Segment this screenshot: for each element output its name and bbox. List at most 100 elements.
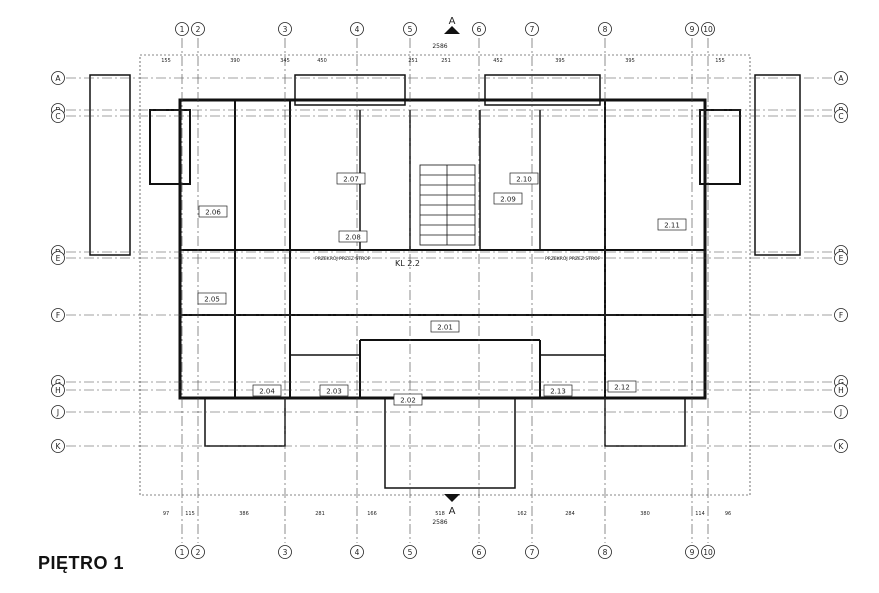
grid-bubble-label: 2 bbox=[196, 548, 201, 557]
room-label: 2.01 bbox=[437, 324, 453, 332]
grid-bubble-row-A: A bbox=[51, 71, 65, 85]
grid-bubble-col-5: 5 bbox=[403, 22, 417, 36]
grid-bubble-label: K bbox=[56, 442, 62, 451]
bottom-dim-label: 115 bbox=[185, 511, 195, 517]
grid-bubble-label: 5 bbox=[408, 548, 413, 557]
grid-bubble-label: E bbox=[839, 254, 844, 263]
grid-bubble-col-3: 3 bbox=[278, 22, 292, 36]
room-label: 2.08 bbox=[345, 234, 361, 242]
grid-bubble-col-8: 8 bbox=[598, 22, 612, 36]
grid-bubble-label: 7 bbox=[530, 25, 535, 34]
grid-bubble-label: 1 bbox=[180, 548, 185, 557]
top-dim-label: 155 bbox=[161, 58, 171, 64]
grid-bubble-col-1: 1 bbox=[175, 22, 189, 36]
grid-bubble-label: 10 bbox=[703, 548, 713, 557]
grid-bubble-label: J bbox=[839, 408, 842, 417]
grid-bubble-label: 6 bbox=[477, 548, 482, 557]
grid-bubble-label: 9 bbox=[690, 25, 695, 34]
top-dim-label: 390 bbox=[230, 58, 240, 64]
top-bay-right bbox=[484, 74, 601, 106]
top-total-dim: 2586 bbox=[432, 43, 447, 50]
grid-bubble-row-J: J bbox=[834, 405, 848, 419]
section-marker-label: A bbox=[449, 506, 456, 517]
grid-bubble-row-E: E bbox=[834, 251, 848, 265]
grid-bubble-col-7: 7 bbox=[525, 545, 539, 559]
room-2-06: 2.06 bbox=[198, 205, 228, 218]
room-label: 2.11 bbox=[664, 222, 680, 230]
grid-bubble-col-5: 5 bbox=[403, 545, 417, 559]
top-dim-label: 450 bbox=[317, 58, 327, 64]
grid-bubble-label: K bbox=[839, 442, 845, 451]
room-label: 2.09 bbox=[500, 196, 516, 204]
room-2-05: 2.05 bbox=[197, 292, 227, 305]
grid-bubble-row-E: E bbox=[51, 251, 65, 265]
bottom-dim-label: 162 bbox=[517, 511, 527, 517]
bottom-dim-label: 166 bbox=[367, 511, 377, 517]
room-2-03: 2.03 bbox=[319, 384, 349, 397]
grid-bubble-label: 8 bbox=[603, 548, 608, 557]
grid-bubble-col-4: 4 bbox=[350, 22, 364, 36]
room-label: 2.07 bbox=[343, 176, 359, 184]
grid-bubble-label: A bbox=[55, 74, 61, 83]
grid-bubble-label: 6 bbox=[477, 25, 482, 34]
grid-bubble-label: 10 bbox=[703, 25, 713, 34]
ceiling-note-left: PRZEKRÓJ PRZEZ STROP bbox=[315, 255, 371, 262]
bottom-dim-label: 380 bbox=[640, 511, 650, 517]
room-2-04: 2.04 bbox=[252, 384, 282, 397]
room-2-01: 2.01 bbox=[430, 320, 460, 333]
right-balcony bbox=[754, 74, 801, 256]
grid-bubble-label: G bbox=[838, 378, 844, 387]
grid-bubble-label: 1 bbox=[180, 25, 185, 34]
room-2-02: 2.02 bbox=[393, 393, 423, 406]
grid-bubble-row-C: C bbox=[51, 109, 65, 123]
grid-bubble-row-K: K bbox=[834, 439, 848, 453]
section-marker-bottom: A bbox=[444, 494, 460, 517]
bottom-dim-label: 284 bbox=[565, 511, 575, 517]
grid-bubble-label: A bbox=[838, 74, 844, 83]
bottom-dim-label: 114 bbox=[695, 511, 705, 517]
staircase bbox=[419, 164, 476, 246]
top-dim-label: 345 bbox=[280, 58, 290, 64]
room-2-08: 2.08 bbox=[338, 230, 368, 243]
top-dim-label: 251 bbox=[408, 58, 418, 64]
grid-bubble-row-H: H bbox=[834, 383, 848, 397]
grid-bubble-col-3: 3 bbox=[278, 545, 292, 559]
grid-bubble-row-A: A bbox=[834, 71, 848, 85]
grid-bubble-label: J bbox=[56, 408, 59, 417]
grid-bubble-label: 4 bbox=[355, 548, 360, 557]
bottom-dim-label: 386 bbox=[239, 511, 249, 517]
bottom-bay-1 bbox=[204, 397, 286, 447]
bottom-dim-label: 518 bbox=[435, 511, 445, 517]
bottom-dim-label: 281 bbox=[315, 511, 325, 517]
grid-bubble-label: F bbox=[56, 311, 60, 320]
grid-bubble-row-H: H bbox=[51, 383, 65, 397]
grid-bubble-label: H bbox=[838, 386, 844, 395]
left-annex bbox=[149, 109, 191, 185]
grid-bubble-label: 5 bbox=[408, 25, 413, 34]
room-label: 2.02 bbox=[400, 397, 416, 405]
grid-bubble-label: C bbox=[55, 112, 60, 121]
section-marker-label: A bbox=[449, 16, 456, 27]
room-label: 2.13 bbox=[550, 388, 566, 396]
grid-bubble-col-4: 4 bbox=[350, 545, 364, 559]
grid-bubble-col-7: 7 bbox=[525, 22, 539, 36]
grid-bubble-col-8: 8 bbox=[598, 545, 612, 559]
grid-bubble-col-2: 2 bbox=[191, 545, 205, 559]
grid-bubble-label: 2 bbox=[196, 25, 201, 34]
grid-bubble-col-9: 9 bbox=[685, 22, 699, 36]
top-dim-label: 395 bbox=[625, 58, 635, 64]
section-marker-top: A bbox=[444, 16, 460, 34]
grid-bubble-label: G bbox=[55, 378, 61, 387]
room-2-13: 2.13 bbox=[543, 384, 573, 397]
top-dim-label: 395 bbox=[555, 58, 565, 64]
room-label: 2.05 bbox=[204, 296, 220, 304]
bottom-bay-center bbox=[384, 397, 516, 489]
room-2-10: 2.10 bbox=[509, 172, 539, 185]
grid-bubble-col-10: 10 bbox=[701, 22, 715, 36]
bottom-dim-label: 96 bbox=[725, 511, 731, 517]
room-label: 2.10 bbox=[516, 176, 532, 184]
kl-label: KL 2.2 bbox=[395, 259, 420, 268]
room-2-12: 2.12 bbox=[607, 380, 637, 393]
left-balcony bbox=[89, 74, 131, 256]
